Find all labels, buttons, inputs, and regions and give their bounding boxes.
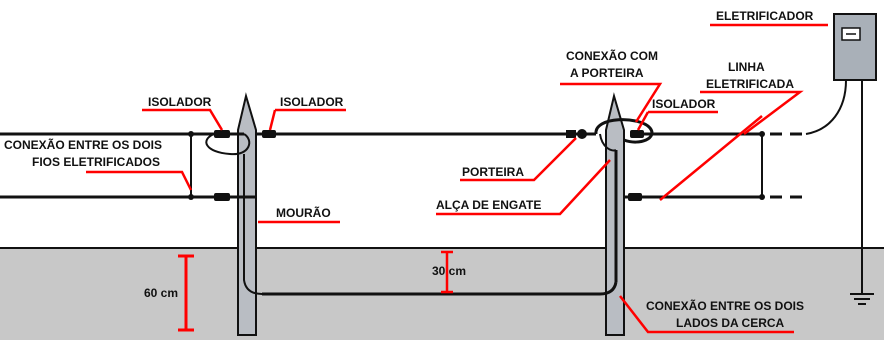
label-conexao-porteira-line2: A PORTEIRA bbox=[570, 66, 644, 80]
label-porteira: PORTEIRA bbox=[462, 165, 524, 179]
label-mourao: MOURÃO bbox=[276, 205, 331, 220]
insulator-right-bottom bbox=[628, 193, 642, 201]
leader-isolador-right bbox=[636, 110, 718, 131]
label-linha-line1: LINHA bbox=[728, 60, 765, 74]
insulator-right-top bbox=[630, 130, 644, 138]
left-post-loop bbox=[205, 133, 251, 156]
electrifier-device bbox=[833, 13, 877, 294]
leader-conexao-lados bbox=[619, 295, 794, 334]
wire-bridge-right-dot-top bbox=[759, 131, 765, 137]
label-isolador-left: ISOLADOR bbox=[148, 95, 212, 109]
label-alca: ALÇA DE ENGATE bbox=[436, 198, 541, 212]
dim-30cm-marker bbox=[441, 250, 453, 294]
leader-porteira bbox=[460, 137, 577, 182]
post-left bbox=[237, 92, 257, 336]
buried-cable bbox=[262, 281, 618, 296]
wire-bridge-dot-bottom bbox=[188, 194, 194, 200]
label-isolador-right: ISOLADOR bbox=[652, 97, 716, 111]
label-eletrificador: ELETRIFICADOR bbox=[716, 9, 814, 23]
gate-handle bbox=[577, 129, 587, 139]
leader-conexao-porteira bbox=[560, 82, 663, 123]
wire-bridge-dot-top bbox=[188, 131, 194, 137]
gate-loop bbox=[594, 118, 654, 144]
insulator-left-top-a bbox=[214, 130, 230, 138]
label-linha-line2: ELETRIFICADA bbox=[706, 77, 794, 91]
leader-isolador-left bbox=[142, 108, 224, 131]
dim-60cm-marker bbox=[178, 254, 194, 332]
leader-conexao-fios bbox=[86, 170, 193, 191]
leader-linha-lower bbox=[659, 115, 763, 201]
gate-insulator bbox=[566, 130, 576, 138]
label-isolador-mid: ISOLADOR bbox=[280, 95, 344, 109]
label-conexao-lados-line2: LADOS DA CERCA bbox=[676, 316, 785, 330]
label-conexao-porteira-line1: CONEXÃO COM bbox=[566, 48, 658, 63]
label-30cm: 30 cm bbox=[432, 264, 466, 278]
insulator-left-top-b bbox=[262, 130, 276, 138]
wire-bridge-right-dot-bottom bbox=[759, 194, 765, 200]
leader-isolador-mid bbox=[268, 108, 346, 131]
label-conexao-fios-line1: CONEXÃO ENTRE OS DOIS bbox=[4, 137, 162, 152]
label-60cm: 60 cm bbox=[144, 286, 178, 300]
leader-alca bbox=[436, 159, 611, 216]
ground-icon bbox=[850, 293, 874, 305]
label-conexao-lados-line1: CONEXÃO ENTRE OS DOIS bbox=[646, 298, 804, 313]
label-conexao-fios-line2: FIOS ELETRIFICADOS bbox=[32, 155, 160, 169]
leader-linha bbox=[700, 90, 804, 135]
insulator-left-bottom bbox=[214, 193, 230, 201]
gate-hook bbox=[599, 133, 617, 152]
left-post-down bbox=[243, 154, 263, 295]
electrifier-cable bbox=[805, 79, 847, 135]
